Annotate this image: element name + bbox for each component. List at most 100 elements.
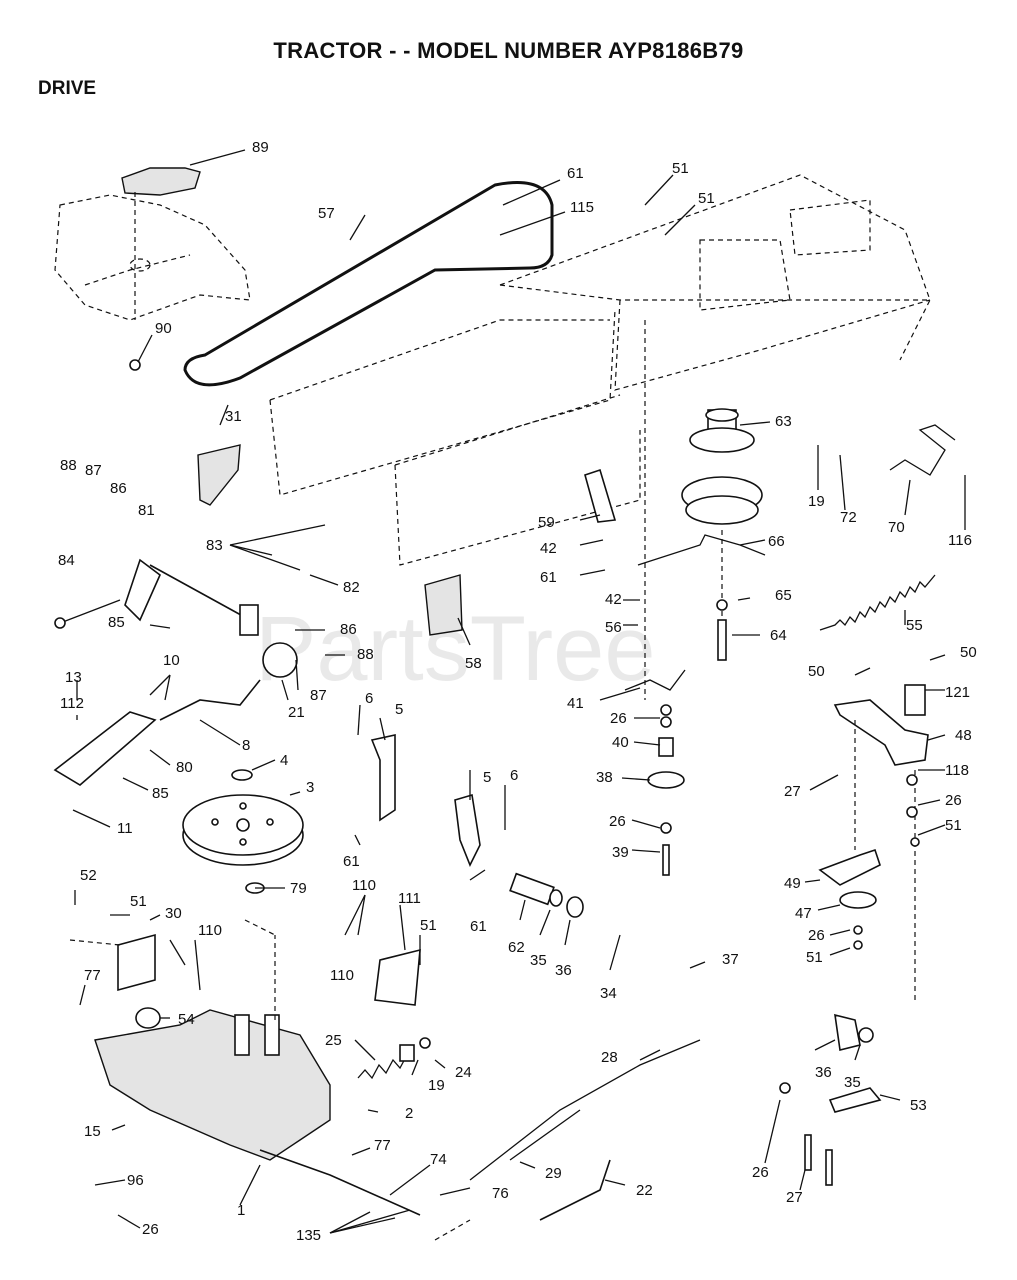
- callout-96: 96: [127, 1172, 144, 1189]
- callout-55: 55: [906, 617, 923, 634]
- callout-79: 79: [290, 880, 307, 897]
- callout-4: 4: [280, 752, 288, 769]
- callout-30: 30: [165, 905, 182, 922]
- callout-110: 110: [352, 877, 376, 894]
- part-64-bolt: [717, 619, 727, 661]
- callout-118: 118: [945, 762, 969, 779]
- callout-85: 85: [108, 614, 125, 631]
- part-22-rod: [539, 1159, 611, 1221]
- callout-29: 29: [545, 1165, 562, 1182]
- callout-77: 77: [374, 1137, 391, 1154]
- callout-64: 64: [770, 627, 787, 644]
- callout-2: 2: [405, 1105, 413, 1122]
- callout-87: 87: [310, 687, 327, 704]
- callout-22: 22: [636, 1182, 653, 1199]
- part-121-bushing: [904, 684, 926, 716]
- part-31-bracket: [197, 444, 241, 506]
- callout-110: 110: [330, 967, 354, 984]
- callout-87: 87: [85, 462, 102, 479]
- callout-51: 51: [806, 949, 823, 966]
- callout-76: 76: [492, 1185, 509, 1202]
- callout-38: 38: [596, 769, 613, 786]
- callout-90: 90: [155, 320, 172, 337]
- part-8-lever: [159, 679, 261, 721]
- callout-66: 66: [768, 533, 785, 550]
- callout-62: 62: [508, 939, 525, 956]
- callout-11: 11: [117, 820, 133, 837]
- callout-63: 63: [775, 413, 792, 430]
- part-1-transaxle: [94, 1009, 421, 1216]
- part-62-spacer: [509, 872, 555, 906]
- callout-84: 84: [58, 552, 75, 569]
- part-38-idler-pulley: [647, 771, 685, 789]
- leader-lines: [69, 149, 966, 1234]
- callout-72: 72: [840, 509, 857, 526]
- callout-83: 83: [206, 537, 223, 554]
- part-54-spacer: [135, 1007, 161, 1029]
- callout-15: 15: [84, 1123, 101, 1140]
- callout-35: 35: [844, 1074, 861, 1091]
- page-title: TRACTOR - - MODEL NUMBER AYP8186B79: [273, 38, 744, 63]
- section-label: DRIVE: [38, 78, 97, 99]
- callout-51: 51: [698, 190, 715, 207]
- callout-19: 19: [428, 1077, 445, 1094]
- callout-26: 26: [752, 1164, 769, 1181]
- part-80-bracket: [53, 711, 157, 786]
- callout-41: 41: [567, 695, 584, 712]
- callout-77: 77: [84, 967, 101, 984]
- part-19-spacer: [399, 1044, 415, 1062]
- callout-6: 6: [510, 767, 518, 784]
- callout-31: 31: [225, 408, 242, 425]
- callout-86: 86: [340, 621, 357, 638]
- callout-61: 61: [343, 853, 360, 870]
- callout-6: 6: [365, 690, 373, 707]
- callout-50: 50: [808, 663, 825, 680]
- callout-34: 34: [600, 985, 617, 1002]
- callout-37: 37: [722, 951, 739, 968]
- callout-40: 40: [612, 734, 629, 751]
- callout-81: 81: [138, 502, 155, 519]
- part-89-panel: [121, 167, 201, 196]
- part-63-pulley: [681, 408, 763, 525]
- part-28-rod: [469, 1039, 701, 1181]
- callout-58: 58: [465, 655, 482, 672]
- drive-belt: [183, 181, 554, 387]
- callout-50: 50: [960, 644, 977, 661]
- callout-52: 52: [80, 867, 97, 884]
- callout-88: 88: [357, 646, 374, 663]
- callout-56: 56: [605, 619, 622, 636]
- callout-51: 51: [130, 893, 147, 910]
- part-41-rod: [624, 669, 686, 691]
- callout-121: 121: [945, 684, 970, 701]
- callout-61: 61: [540, 569, 557, 586]
- callout-36: 36: [555, 962, 572, 979]
- part-25-spring: [357, 1054, 408, 1080]
- callout-82: 82: [343, 579, 360, 596]
- callout-5: 5: [395, 701, 403, 718]
- callout-110: 110: [198, 922, 222, 939]
- callout-111: 111: [398, 890, 421, 907]
- part-59-clip: [584, 468, 617, 523]
- callout-59: 59: [538, 514, 555, 531]
- callout-61: 61: [470, 918, 487, 935]
- part-90-nut: [129, 359, 141, 371]
- callout-39: 39: [612, 844, 629, 861]
- callout-26: 26: [808, 927, 825, 944]
- part-47-pulley: [839, 891, 877, 909]
- callout-86: 86: [110, 480, 127, 497]
- part-30-bracket: [117, 933, 156, 992]
- callout-54: 54: [178, 1011, 195, 1028]
- callout-49: 49: [784, 875, 801, 892]
- callout-5: 5: [483, 769, 491, 786]
- part-3-engine-pulley: [182, 794, 304, 866]
- callout-74: 74: [430, 1151, 447, 1168]
- part-111-bracket: [374, 948, 421, 1006]
- tractor-frame: [269, 174, 931, 566]
- callout-26: 26: [142, 1221, 159, 1238]
- callout-57: 57: [318, 205, 335, 222]
- callout-51: 51: [672, 160, 689, 177]
- callout-51: 51: [420, 917, 437, 934]
- callout-47: 47: [795, 905, 812, 922]
- callout-19: 19: [808, 493, 825, 510]
